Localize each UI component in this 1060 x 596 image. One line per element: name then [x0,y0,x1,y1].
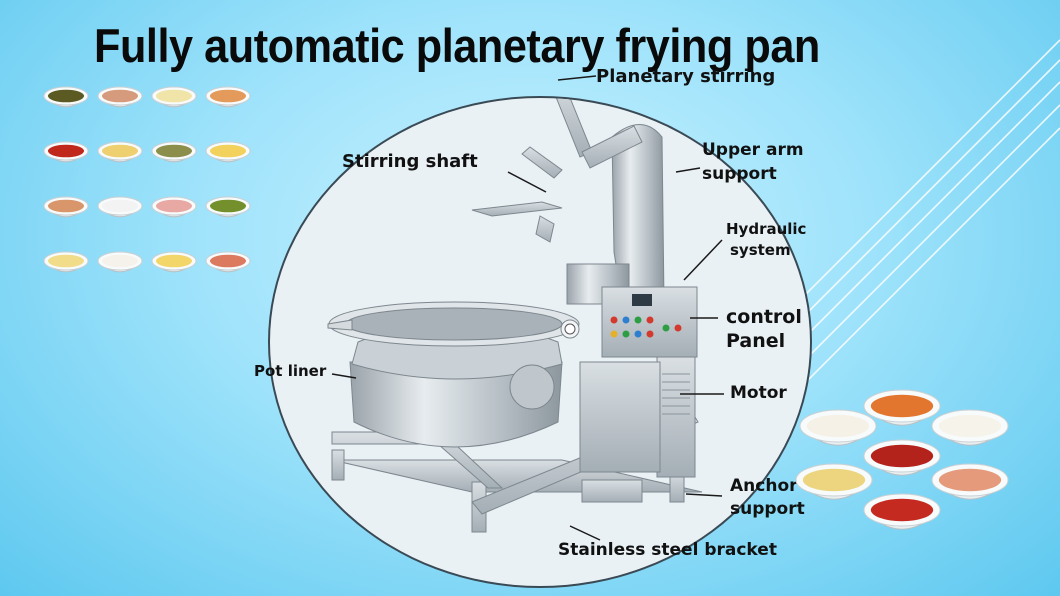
sauce-bowl [862,439,942,476]
sauce-bowl [96,86,144,108]
sauce-bowl [930,463,1010,500]
control-panel-buttons [610,294,682,338]
label-upper-arm-line1: Upper arm [702,140,804,160]
label-upper-arm-line2: support [702,164,777,184]
label-anchor-line2: support [730,499,805,519]
label-hydraulic-line2: system [730,241,791,259]
sauce-bowl [204,251,252,273]
sauce-bowl-cluster [794,389,1010,530]
label-planetary-stirring: Planetary stirring [596,66,776,87]
label-stirring-shaft: Stirring shaft [342,151,478,172]
frying-pan-machine-illustration [327,98,703,533]
pot-liner [327,301,580,448]
sauce-bowl [862,389,942,426]
sauce-bowl [150,196,198,218]
sauce-bowl [96,196,144,218]
sauce-bowl [42,196,90,218]
sauce-bowl [204,141,252,163]
label-anchor-line1: Anchor [730,476,798,496]
sauce-bowl [150,141,198,163]
page-title: Fully automatic planetary frying pan [94,19,820,72]
label-motor: Motor [730,383,787,403]
label-control-line1: control [726,306,802,328]
label-stainless-steel-bracket: Stainless steel bracket [558,540,777,560]
sauce-bowl [862,493,942,530]
label-control-line2: Panel [726,330,786,352]
sauce-bowl [798,409,878,446]
sauce-bowl-grid [42,86,252,273]
sauce-bowl [42,251,90,273]
sauce-bowl [42,141,90,163]
sauce-bowl [42,86,90,108]
sauce-bowl [930,409,1010,446]
label-hydraulic-line1: Hydraulic [726,220,807,238]
sauce-bowl [150,251,198,273]
sauce-bowl [204,196,252,218]
label-pot-liner: Pot liner [254,362,327,380]
sauce-bowl [96,251,144,273]
sauce-bowl [150,86,198,108]
motor-vent [662,373,690,415]
sauce-bowl [204,86,252,108]
sauce-bowl [96,141,144,163]
sauce-bowl [794,463,874,500]
planetary-stirring-arm [471,98,643,243]
